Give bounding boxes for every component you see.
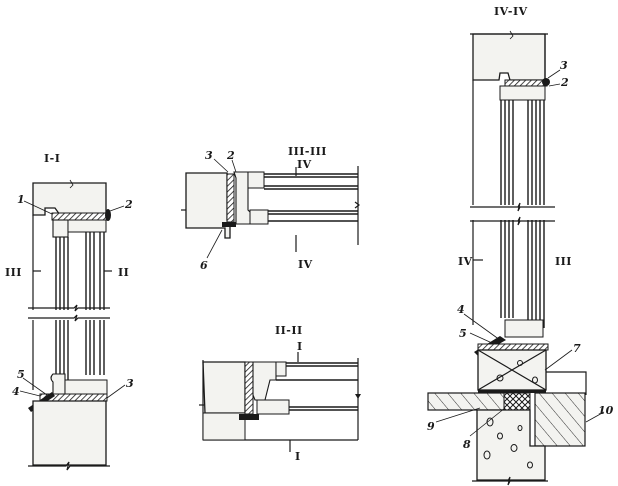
callout-3: 3 [560,59,568,72]
leader-line [544,349,573,371]
callout-4: 4 [12,385,20,398]
callout-3: 3 [205,149,213,162]
seal-strip-top [504,79,548,87]
callout-10: 10 [598,404,614,417]
break-line [470,216,555,226]
leader-line [548,83,561,87]
leader-line [23,200,53,215]
glazing-left [55,237,69,382]
leader-line [109,205,125,212]
leader-line [547,69,561,79]
glazing-left [500,100,514,318]
leader-line [585,411,605,423]
lintel-concrete [32,182,107,216]
leader-line [469,407,506,437]
cut-mark-label: IV [297,158,312,171]
leader-line [435,407,481,423]
break-line [470,202,555,212]
section-title-4-4: IV-IV [494,5,528,18]
section-title-1-1: I-I [44,152,60,165]
leader-line [206,229,223,259]
jamb-lower [202,412,246,441]
section-2-2: II-II I I [199,324,361,463]
leader-line [19,390,41,397]
seal-strip-top [51,212,109,221]
break-mark [69,179,74,189]
glazing-right [527,100,545,328]
section-1-1: I-I [5,152,134,471]
seal-strip [226,173,235,223]
sealant-blob [105,209,111,221]
sash-bottom [256,399,290,415]
callout-6: 6 [200,259,208,272]
section-4-4: IV-IV [427,5,614,486]
callout-8: 8 [463,438,471,451]
callout-7: 7 [573,342,581,355]
break-line [472,476,548,486]
seal-line [478,390,546,393]
cut-mark-label: IV [298,258,313,271]
seal-strip [244,361,254,415]
callout-2: 2 [560,76,569,89]
cut-mark-label: IV [458,255,473,268]
leader-line [231,159,237,173]
glazing-horizontal [276,362,358,411]
seal-plate [222,222,236,227]
section-title-2-2: II-II [275,324,303,337]
callout-1: 1 [17,193,25,206]
frame [252,361,277,401]
cut-mark-label: II [118,266,129,279]
seal-strip-bottom [477,343,549,351]
callout-5: 5 [17,368,25,381]
break-line [28,314,110,322]
callout-4: 4 [457,303,465,316]
leader-line [22,377,48,396]
glazing-right [85,232,105,375]
callout-2: 2 [226,149,235,162]
leader-line [106,384,126,399]
jamb-concrete [185,172,231,239]
cut-mark-label: I [297,340,303,353]
leader-line [213,158,229,173]
sill-frame [504,319,544,338]
sealant-blob [542,78,550,86]
break-line [28,304,110,312]
jamb-concrete [202,361,246,414]
seal-plate [239,414,259,420]
break-mark [354,201,360,209]
section-3-3: III-III IV IV 3 2 6 [181,145,360,272]
leader-line [463,313,501,341]
frame-top-right [67,219,107,233]
lintel-concrete [472,33,546,81]
sash-top [275,361,287,377]
section-title-3-3: III-III [288,145,327,158]
aggregate-marks [483,360,538,469]
glazing-horizontal [264,173,358,222]
sill-frame [50,373,66,395]
break-mark [355,394,361,399]
callout-9: 9 [427,420,435,433]
callout-3: 3 [126,377,134,390]
callout-5: 5 [459,327,467,340]
cut-mark-label: III [5,266,22,279]
break-mark [509,30,514,40]
frame-top [499,85,546,101]
break-line [28,461,110,471]
leader-line [469,332,493,344]
sash-bottom [249,209,269,225]
cut-mark-label: III [555,255,572,268]
frame-top [52,219,69,238]
sash-top [247,171,265,189]
sill-frame-right [64,379,108,395]
cut-mark-label: I [295,450,301,463]
insulation-block [503,392,531,411]
step-outline [546,371,587,395]
callout-2: 2 [124,198,133,211]
outer-panel [534,392,586,447]
sill-concrete [32,400,107,466]
